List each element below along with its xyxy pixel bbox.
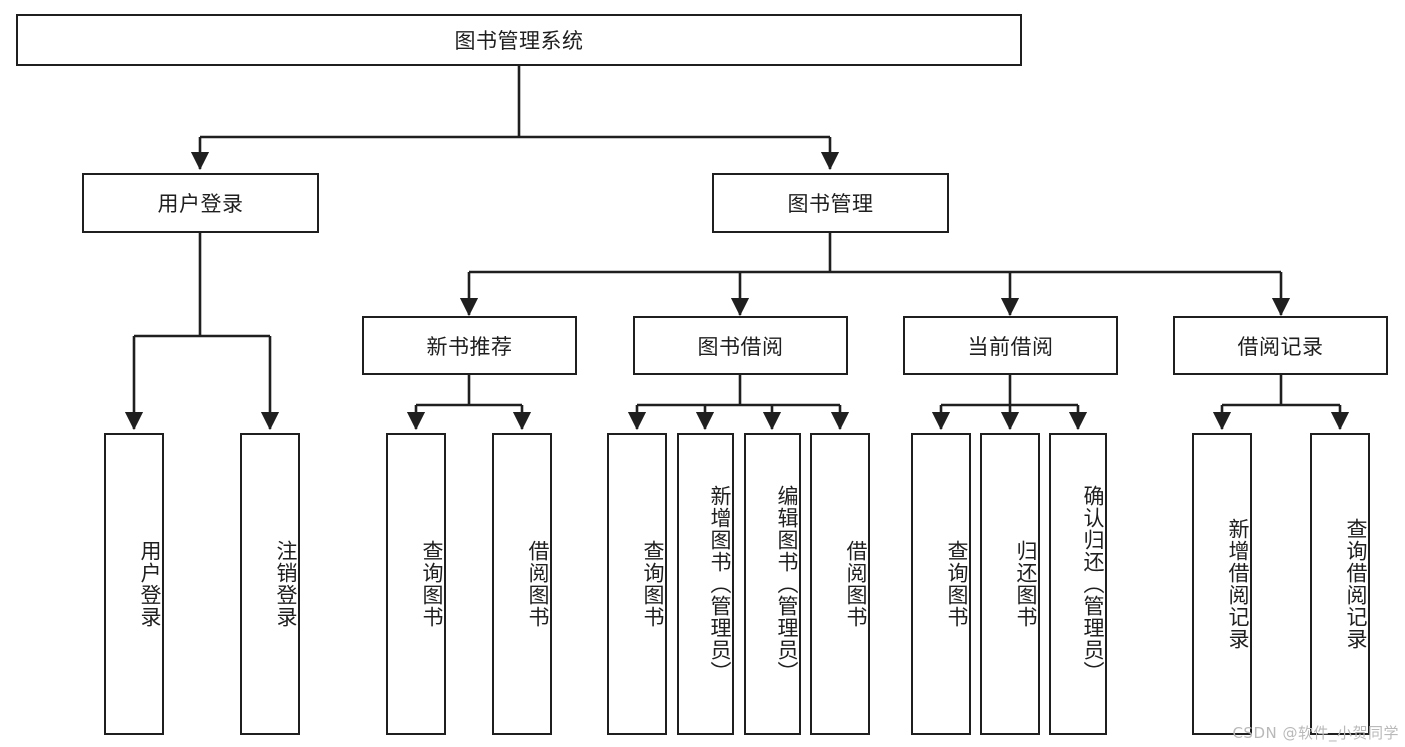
- node-new-book-recommend[interactable]: 新书推荐: [362, 316, 577, 375]
- leaf-return-book[interactable]: 归还图书: [980, 433, 1040, 735]
- leaf-query-borrow-record[interactable]: 查询借阅记录: [1310, 433, 1370, 735]
- node-book-manage[interactable]: 图书管理: [712, 173, 949, 233]
- leaf-query-book-3[interactable]: 查询图书: [911, 433, 971, 735]
- leaf-add-book-admin[interactable]: 新增图书（管理员）: [677, 433, 734, 735]
- leaf-query-book-1[interactable]: 查询图书: [386, 433, 446, 735]
- leaf-borrow-book-2[interactable]: 借阅图书: [810, 433, 870, 735]
- node-current-borrow[interactable]: 当前借阅: [903, 316, 1118, 375]
- leaf-edit-book-admin[interactable]: 编辑图书（管理员）: [744, 433, 801, 735]
- leaf-add-borrow-record[interactable]: 新增借阅记录: [1192, 433, 1252, 735]
- csdn-watermark: CSDN @软件_小贺同学: [1232, 724, 1399, 742]
- leaf-query-book-2[interactable]: 查询图书: [607, 433, 667, 735]
- node-book-borrow[interactable]: 图书借阅: [633, 316, 848, 375]
- node-borrow-record[interactable]: 借阅记录: [1173, 316, 1388, 375]
- leaf-confirm-return-admin[interactable]: 确认归还（管理员）: [1049, 433, 1107, 735]
- node-root[interactable]: 图书管理系统: [16, 14, 1022, 66]
- node-user-login[interactable]: 用户登录: [82, 173, 319, 233]
- leaf-borrow-book-1[interactable]: 借阅图书: [492, 433, 552, 735]
- leaf-user-login[interactable]: 用户登录: [104, 433, 164, 735]
- leaf-logout-login[interactable]: 注销登录: [240, 433, 300, 735]
